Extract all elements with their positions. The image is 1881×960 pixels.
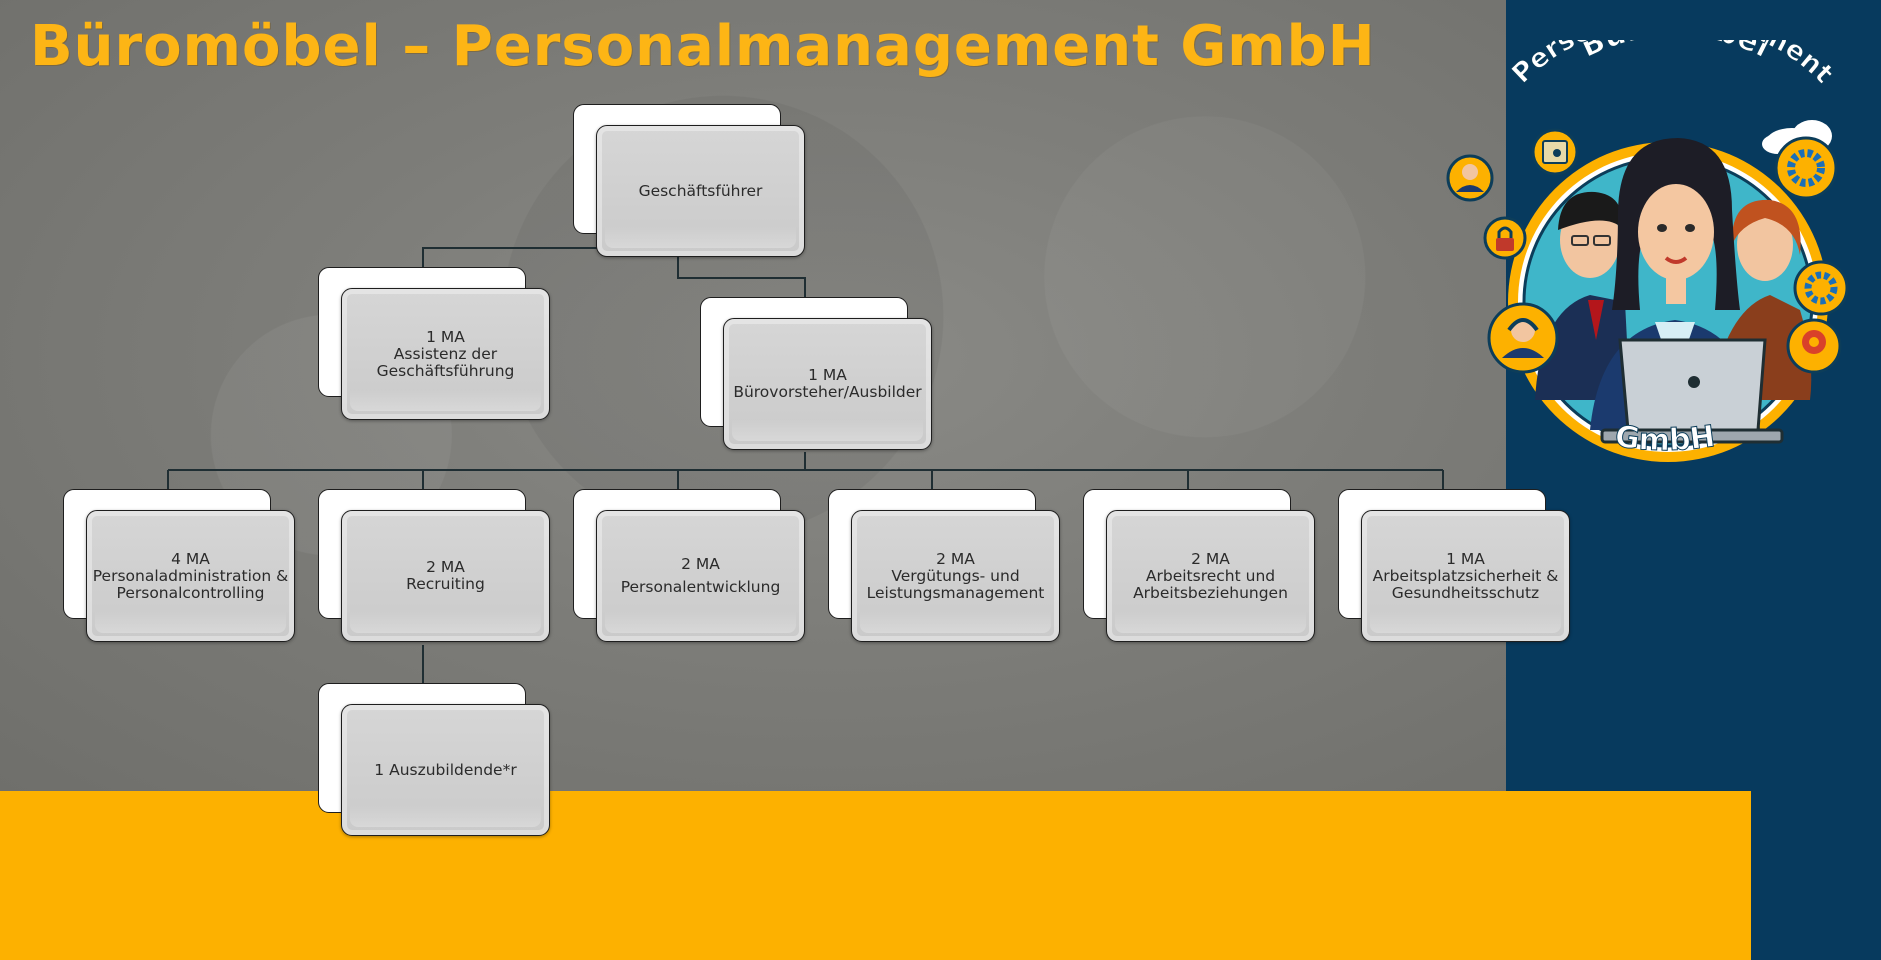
lock-icon [1483,216,1527,260]
node-line: Assistenz der [393,344,498,363]
node-line: 1 Auszubildende*r [374,760,517,779]
node-line: Arbeitsrecht und [1145,566,1276,585]
node-label: 2 MA Vergütungs- und Leistungsmanagement [851,510,1060,642]
node-line: Vergütungs- und [891,566,1020,585]
node-label: 4 MA Personaladministration & Personalco… [86,510,295,642]
company-logo: Büromöbel Personalmanagement GmbH [1446,40,1849,462]
org-node-recruiting: 2 MA Recruiting [318,489,550,643]
node-line: Bürovorsteher/Ausbilder [733,383,922,401]
location-icon [1786,318,1842,374]
node-label: 2 MA Personalentwicklung [596,510,805,642]
org-node-trainee: 1 Auszubildende*r [318,683,550,837]
logo-name-line2: Personalmanagement [1506,40,1839,90]
node-label: 1 MA Assistenz der Geschäftsführung [341,288,550,420]
org-node-personaladministration: 4 MA Personaladministration & Personalco… [63,489,295,643]
node-line: Personalcontrolling [116,583,265,602]
org-node-verguetung: 2 MA Vergütungs- und Leistungsmanagement [828,489,1060,643]
node-card [596,510,805,642]
gear-icon [1774,136,1838,200]
node-line: 2 MA [426,558,465,576]
node-card [341,510,550,642]
slide-title: Büromöbel – Personalmanagement GmbH [30,14,1376,79]
node-line: 2 MA [1191,549,1230,568]
user-icon [1446,154,1494,202]
node-line: 1 MA [808,366,847,384]
gear-icon [1793,260,1849,316]
node-card [1106,510,1315,642]
logo-name-line1: Büromöbel [1575,40,1775,65]
node-card [341,288,550,420]
org-node-ceo: Geschäftsführer [573,104,805,258]
node-card [1361,510,1570,642]
safe-icon [1531,128,1579,176]
node-line: Gesundheitsschutz [1391,583,1540,602]
headset-user-icon [1487,302,1559,374]
node-line: 2 MA [681,555,720,573]
node-label: 1 MA Bürovorsteher/Ausbilder [723,318,932,450]
node-line: 2 MA [936,549,975,568]
org-node-arbeitsplatzsicherheit: 1 MA Arbeitsplatzsicherheit & Gesundheit… [1338,489,1570,643]
node-line: Recruiting [406,575,485,593]
org-node-arbeitsrecht: 2 MA Arbeitsrecht und Arbeitsbeziehungen [1083,489,1315,643]
node-line: Leistungsmanagement [866,583,1045,602]
background-yellow-band [0,791,1751,960]
node-card [851,510,1060,642]
org-node-office-manager: 1 MA Bürovorsteher/Ausbilder [700,297,932,451]
node-line: Arbeitsplatzsicherheit & [1372,566,1559,585]
node-label: 2 MA Arbeitsrecht und Arbeitsbeziehungen [1106,510,1315,642]
node-label: 2 MA Recruiting [341,510,550,642]
node-line: Arbeitsbeziehungen [1133,583,1288,602]
org-node-assistant: 1 MA Assistenz der Geschäftsführung [318,267,550,421]
node-line: Geschäftsführer [638,181,763,200]
node-label: 1 MA Arbeitsplatzsicherheit & Gesundheit… [1361,510,1570,642]
laptop-icon [1600,338,1784,444]
node-label: 1 Auszubildende*r [341,704,550,836]
node-line: Personalentwicklung [620,578,781,596]
node-card [723,318,932,450]
logo-name-line3: GmbH [1613,419,1717,458]
node-label: Geschäftsführer [596,125,805,257]
node-card [341,704,550,836]
node-card [596,125,805,257]
node-line: Geschäftsführung [376,361,515,380]
node-line: Personaladministration & [92,566,289,585]
node-card [86,510,295,642]
org-node-personalentwicklung: 2 MA Personalentwicklung [573,489,805,643]
node-line: 1 MA [426,327,465,346]
node-line: 1 MA [1446,549,1485,568]
node-line: 4 MA [171,549,210,568]
